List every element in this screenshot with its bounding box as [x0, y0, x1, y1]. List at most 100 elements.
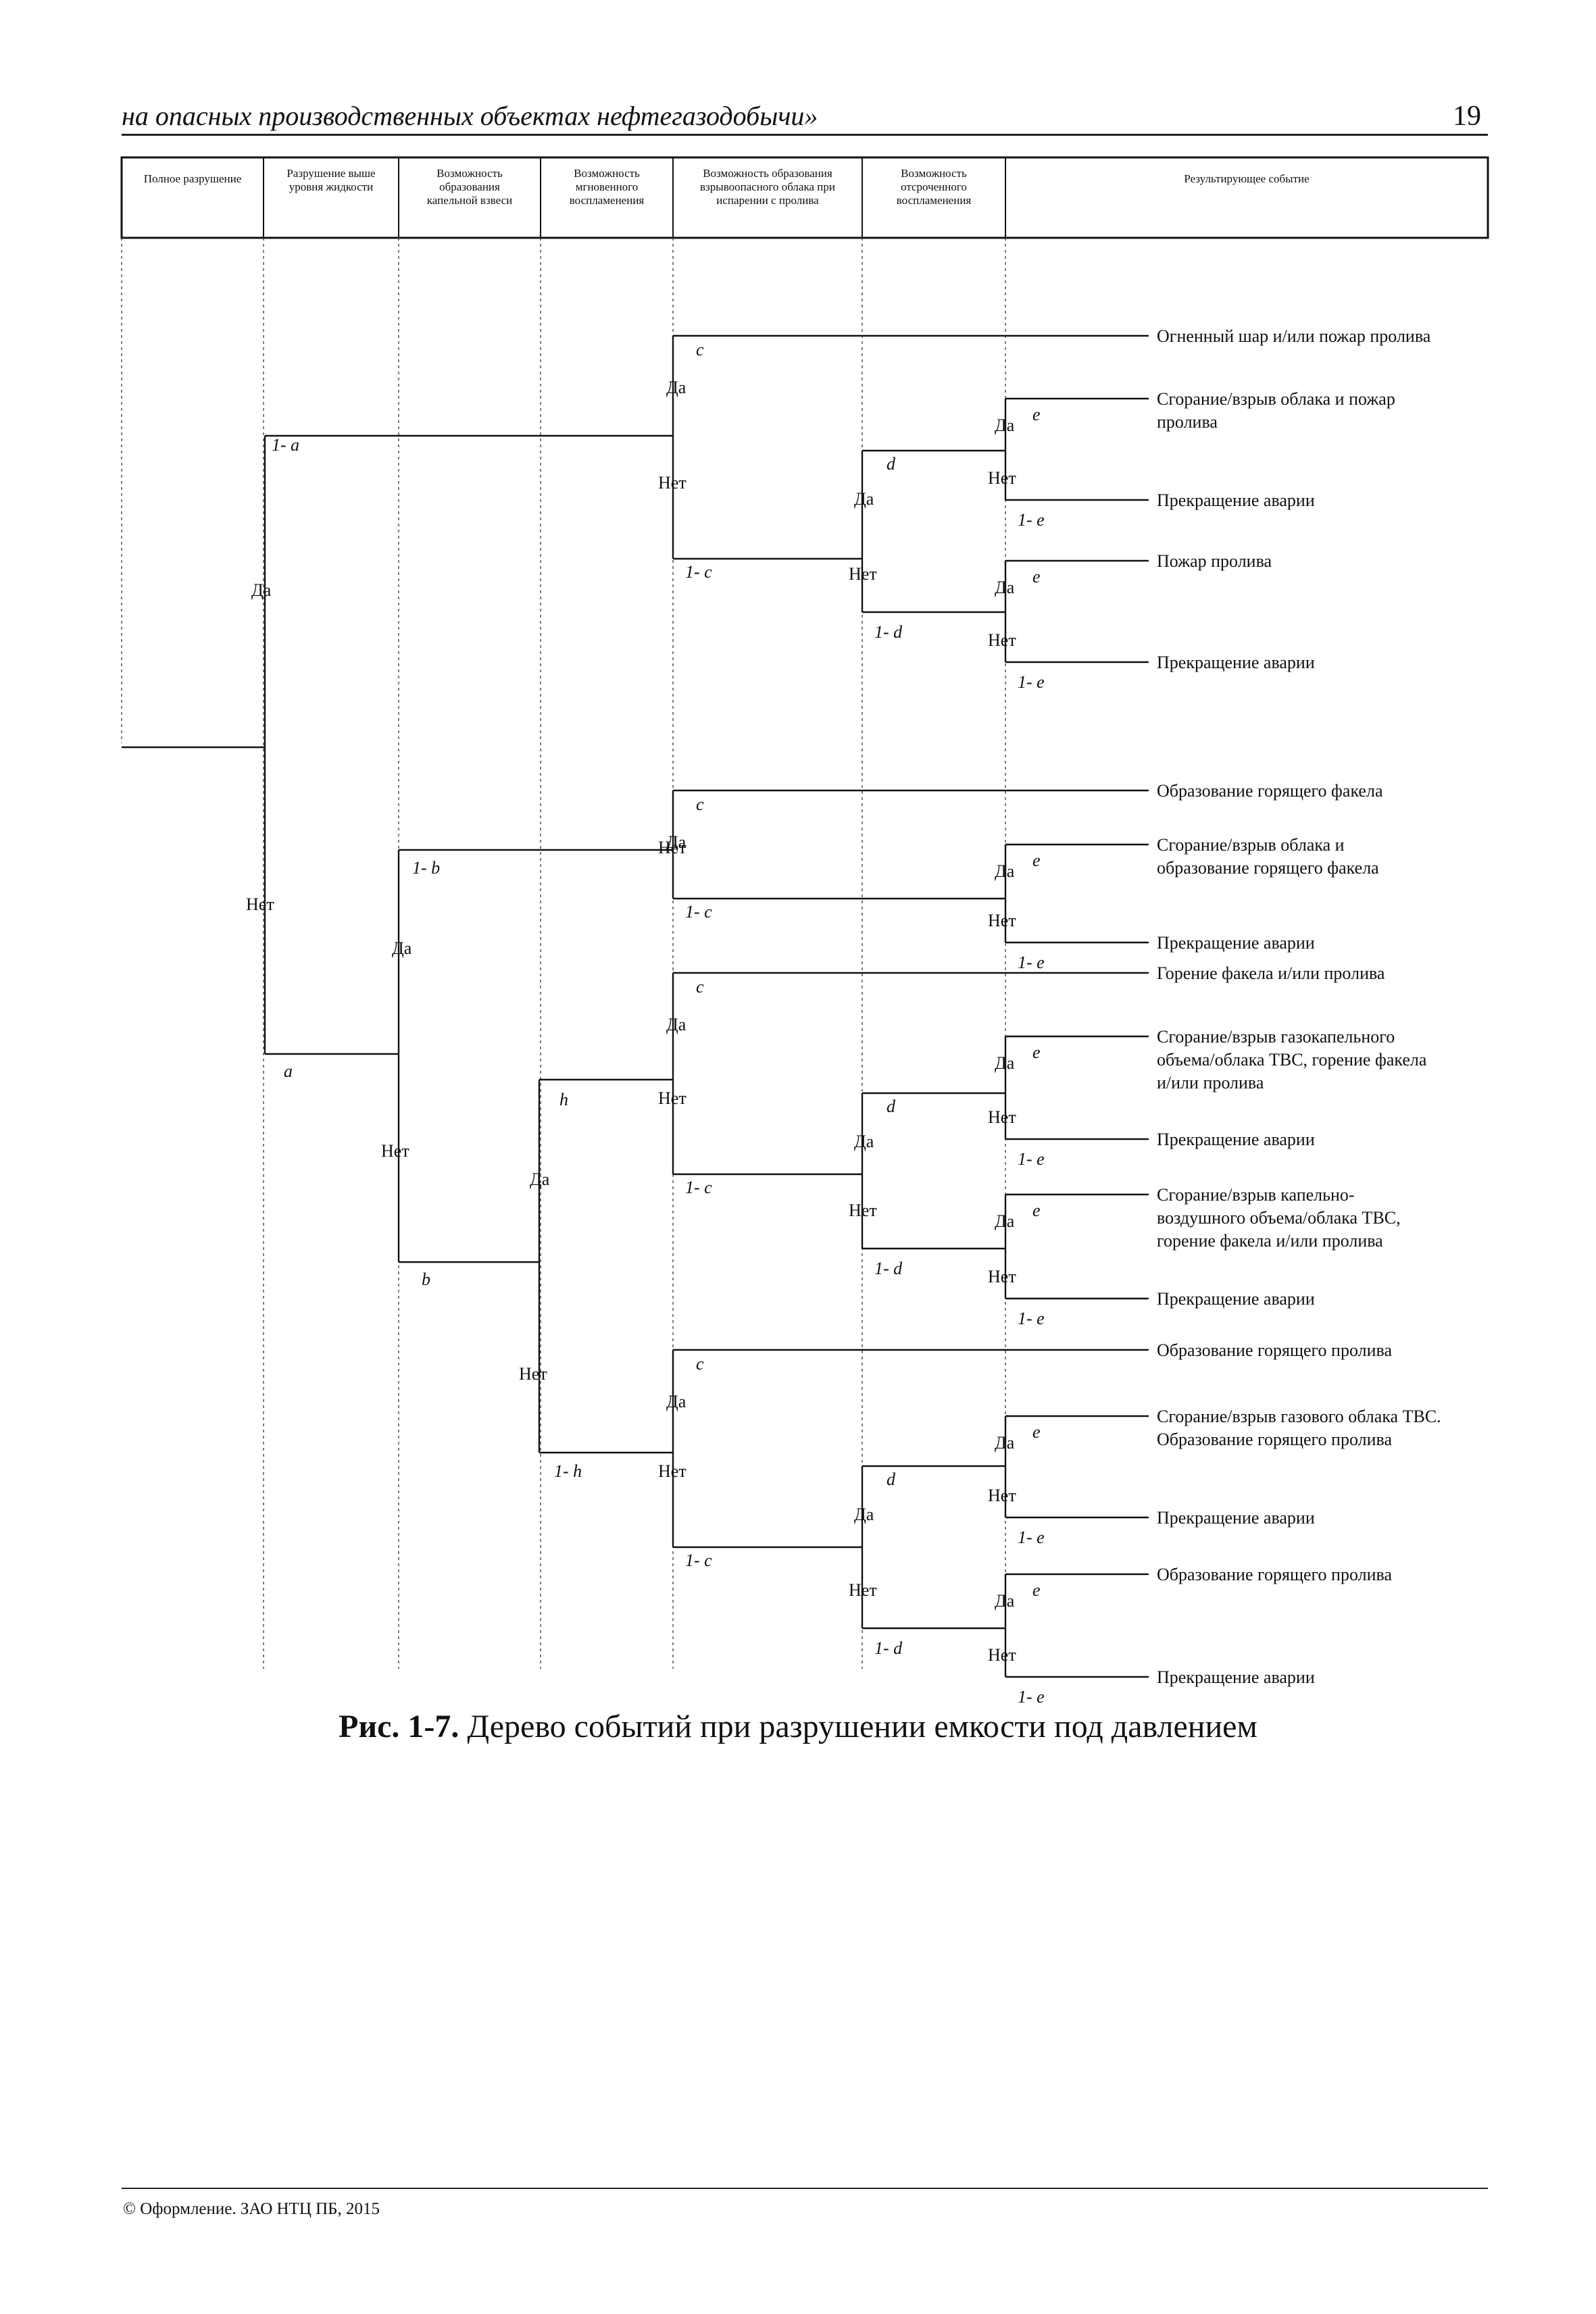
probability-label: 1- b [412, 858, 440, 878]
probability-label: 1- c [685, 1551, 712, 1570]
outcome-event-text: Прекращение аварии [1157, 933, 1315, 953]
probability-label: 1- e [1018, 1687, 1045, 1703]
header-cell-text: Возможность образования [703, 167, 832, 180]
probability-label: 1- c [685, 902, 712, 922]
outcome-event-text: Сгорание/взрыв облака и пожар [1157, 389, 1395, 409]
header-cell-text: отсроченного [901, 180, 967, 193]
branch-yes-label: Да [995, 861, 1015, 881]
branch-no-label: Нет [988, 468, 1016, 488]
outcome-event-text: объема/облака ТВС, горение факела [1157, 1050, 1427, 1070]
probability-label: e [1032, 1422, 1041, 1442]
branch-no-label: Нет [658, 1088, 687, 1108]
branch-yes-label: Да [251, 580, 272, 600]
probability-label: 1- e [1018, 672, 1045, 692]
probability-label: d [887, 454, 896, 474]
branch-yes-label: Да [995, 578, 1015, 597]
outcome-event-text: Образование горящего пролива [1157, 1430, 1392, 1449]
branch-yes-label: Да [854, 1132, 874, 1151]
branch-no-label: Нет [519, 1364, 547, 1384]
branch-no-label: Нет [246, 895, 274, 914]
header-cell-text: образования [439, 180, 500, 193]
branch-no-label: Нет [658, 838, 687, 857]
header-cell-text: капельной взвеси [427, 194, 512, 207]
branch-yes-label: Да [995, 1053, 1015, 1073]
header-cell-text: уровня жидкости [289, 180, 374, 193]
branch-yes-label: Да [995, 1433, 1015, 1453]
outcome-event-text: горение факела и/или пролива [1157, 1231, 1383, 1251]
probability-label: c [696, 795, 704, 814]
branch-yes-label: Да [995, 1211, 1015, 1231]
header-table-frame [120, 156, 1489, 239]
probability-label: 1- e [1018, 1528, 1045, 1547]
probability-label: e [1032, 567, 1041, 586]
branch-no-label: Нет [849, 564, 877, 584]
branch-yes-label: Да [666, 1015, 687, 1034]
branch-no-label: Нет [988, 630, 1016, 650]
probability-label: 1- h [554, 1461, 582, 1481]
probability-label: c [696, 977, 704, 997]
outcome-event-text: Прекращение аварии [1157, 1508, 1315, 1528]
header-cell-text: мгновенного [576, 180, 639, 193]
probability-label: 1- d [874, 1259, 903, 1278]
header-cell-text: взрывоопасного облака при [700, 180, 835, 193]
outcome-event-text: Сгорание/взрыв газокапельного [1157, 1027, 1395, 1047]
probability-label: e [1032, 405, 1041, 424]
outcome-event-text: Образование горящего факела [1157, 781, 1383, 801]
probability-label: b [422, 1269, 430, 1289]
outcome-event-text: Прекращение аварии [1157, 491, 1315, 510]
probability-label: c [696, 1354, 704, 1374]
outcome-event-text: Сгорание/взрыв капельно- [1157, 1185, 1355, 1205]
header-cell-text: Возможность [437, 167, 503, 180]
header-cell-text: Разрушение выше [286, 167, 375, 180]
branch-yes-label: Да [666, 1392, 687, 1411]
branch-no-label: Нет [988, 1107, 1016, 1127]
outcome-event-text: образование горящего факела [1157, 858, 1379, 878]
figure-number: Рис. 1-7. [339, 1709, 459, 1744]
outcome-event-text: Образование горящего пролива [1157, 1565, 1392, 1584]
header-rule [122, 134, 1488, 136]
header-cell-text: испарении с пролива [716, 194, 819, 207]
header-cell-text: Возможность [574, 167, 640, 180]
header-cell-text: воспламенения [897, 194, 972, 207]
probability-label: 1- a [272, 435, 299, 455]
probability-label: 1- c [685, 1178, 712, 1197]
probability-label: d [887, 1469, 896, 1489]
branch-no-label: Нет [988, 1645, 1016, 1665]
probability-label: e [1032, 1042, 1041, 1062]
running-head: на опасных производственных объектах неф… [122, 101, 818, 131]
probability-label: 1- e [1018, 510, 1045, 530]
branch-no-label: Нет [849, 1580, 877, 1600]
branch-no-label: Нет [658, 1461, 687, 1481]
outcome-event-text: Пожар пролива [1157, 551, 1272, 571]
column-dividers [121, 238, 1006, 1669]
header-cell-text: Возможность [901, 167, 967, 180]
branch-no-label: Нет [988, 911, 1016, 930]
probability-label: c [696, 340, 704, 359]
probability-label: 1- d [874, 1638, 903, 1658]
probability-label: e [1032, 1201, 1041, 1220]
outcome-event-text: Прекращение аварии [1157, 653, 1315, 672]
page-footer: © Оформление. ЗАО НТЦ ПБ, 2015 [123, 2200, 380, 2218]
branch-yes-label: Да [854, 1505, 874, 1524]
probability-label: h [559, 1090, 568, 1109]
branch-yes-label: Да [530, 1169, 550, 1189]
branch-no-label: Нет [988, 1486, 1016, 1505]
outcome-event-text: Прекращение аварии [1157, 1289, 1315, 1309]
probability-label: e [1032, 1580, 1041, 1600]
probability-label: 1- c [685, 562, 712, 582]
branch-no-label: Нет [658, 473, 687, 493]
header-cell-text: Результирующее событие [1184, 172, 1309, 185]
header-cell-text: Полное разрушение [144, 172, 242, 185]
outcome-event-text: воздушного объема/облака ТВС, [1157, 1208, 1401, 1228]
probability-label: a [284, 1061, 293, 1081]
outcome-event-text: Огненный шар и/или пожар пролива [1157, 326, 1431, 346]
probability-label: 1- e [1018, 1309, 1045, 1328]
outcome-event-text: Сгорание/взрыв облака и [1157, 835, 1345, 855]
branch-no-label: Нет [988, 1267, 1016, 1286]
outcome-event-text: и/или пролива [1157, 1073, 1264, 1092]
outcome-event-text: Образование горящего пролива [1157, 1340, 1392, 1360]
outcome-labels: Огненный шар и/или пожар проливаСгорание… [1157, 326, 1441, 1687]
